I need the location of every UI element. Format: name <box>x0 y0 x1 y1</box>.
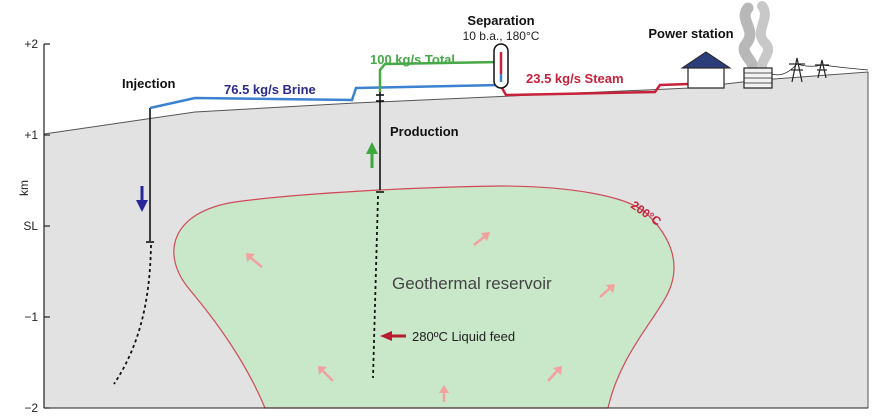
production-well-dashed <box>372 195 379 379</box>
convection-arrow-icon <box>473 232 490 246</box>
injection-down-arrow-icon <box>136 186 148 212</box>
injection-label: Injection <box>122 76 176 91</box>
convection-arrow-icon <box>439 385 449 402</box>
geothermal-reservoir <box>173 185 675 409</box>
liquid-feed-arrow-icon <box>380 331 406 341</box>
axis-tick-label: −1 <box>24 310 38 324</box>
convection-arrow-icon <box>547 366 562 382</box>
production-label: Production <box>390 124 459 139</box>
liquid-feed-label: 280ºC Liquid feed <box>412 329 515 344</box>
axis-tick-label: −2 <box>24 401 38 415</box>
convection-arrow-icon <box>318 366 334 382</box>
separation-title: Separation <box>467 13 534 28</box>
power-station-house-icon <box>680 51 732 89</box>
production-up-arrow-icon <box>366 142 378 168</box>
brine-pipe <box>149 83 501 110</box>
injection-well-dashed <box>113 244 152 385</box>
steam-flow-label: 23.5 kg/s Steam <box>526 71 624 86</box>
reservoir-label: Geothermal reservoir <box>392 274 552 293</box>
axis-unit-label: km <box>17 180 31 196</box>
total-flow-label: 100 kg/s Total <box>370 52 455 67</box>
power-station-label: Power station <box>648 26 733 41</box>
convection-arrow-icon <box>246 253 263 268</box>
transmission-pylon-icon <box>771 57 869 83</box>
separation-conditions: 10 b.a., 180°C <box>463 29 540 43</box>
steam-pipe <box>500 82 689 97</box>
convection-arrow-icon <box>599 284 615 298</box>
brine-flow-label: 76.5 kg/s Brine <box>224 82 316 97</box>
cooling-tower-steam-icon <box>738 1 773 89</box>
axis-tick-label: SL <box>23 219 38 233</box>
axis-tick-label: +2 <box>24 37 38 51</box>
total-flow-pipe <box>378 60 501 92</box>
axis-tick-label: +1 <box>24 128 38 142</box>
